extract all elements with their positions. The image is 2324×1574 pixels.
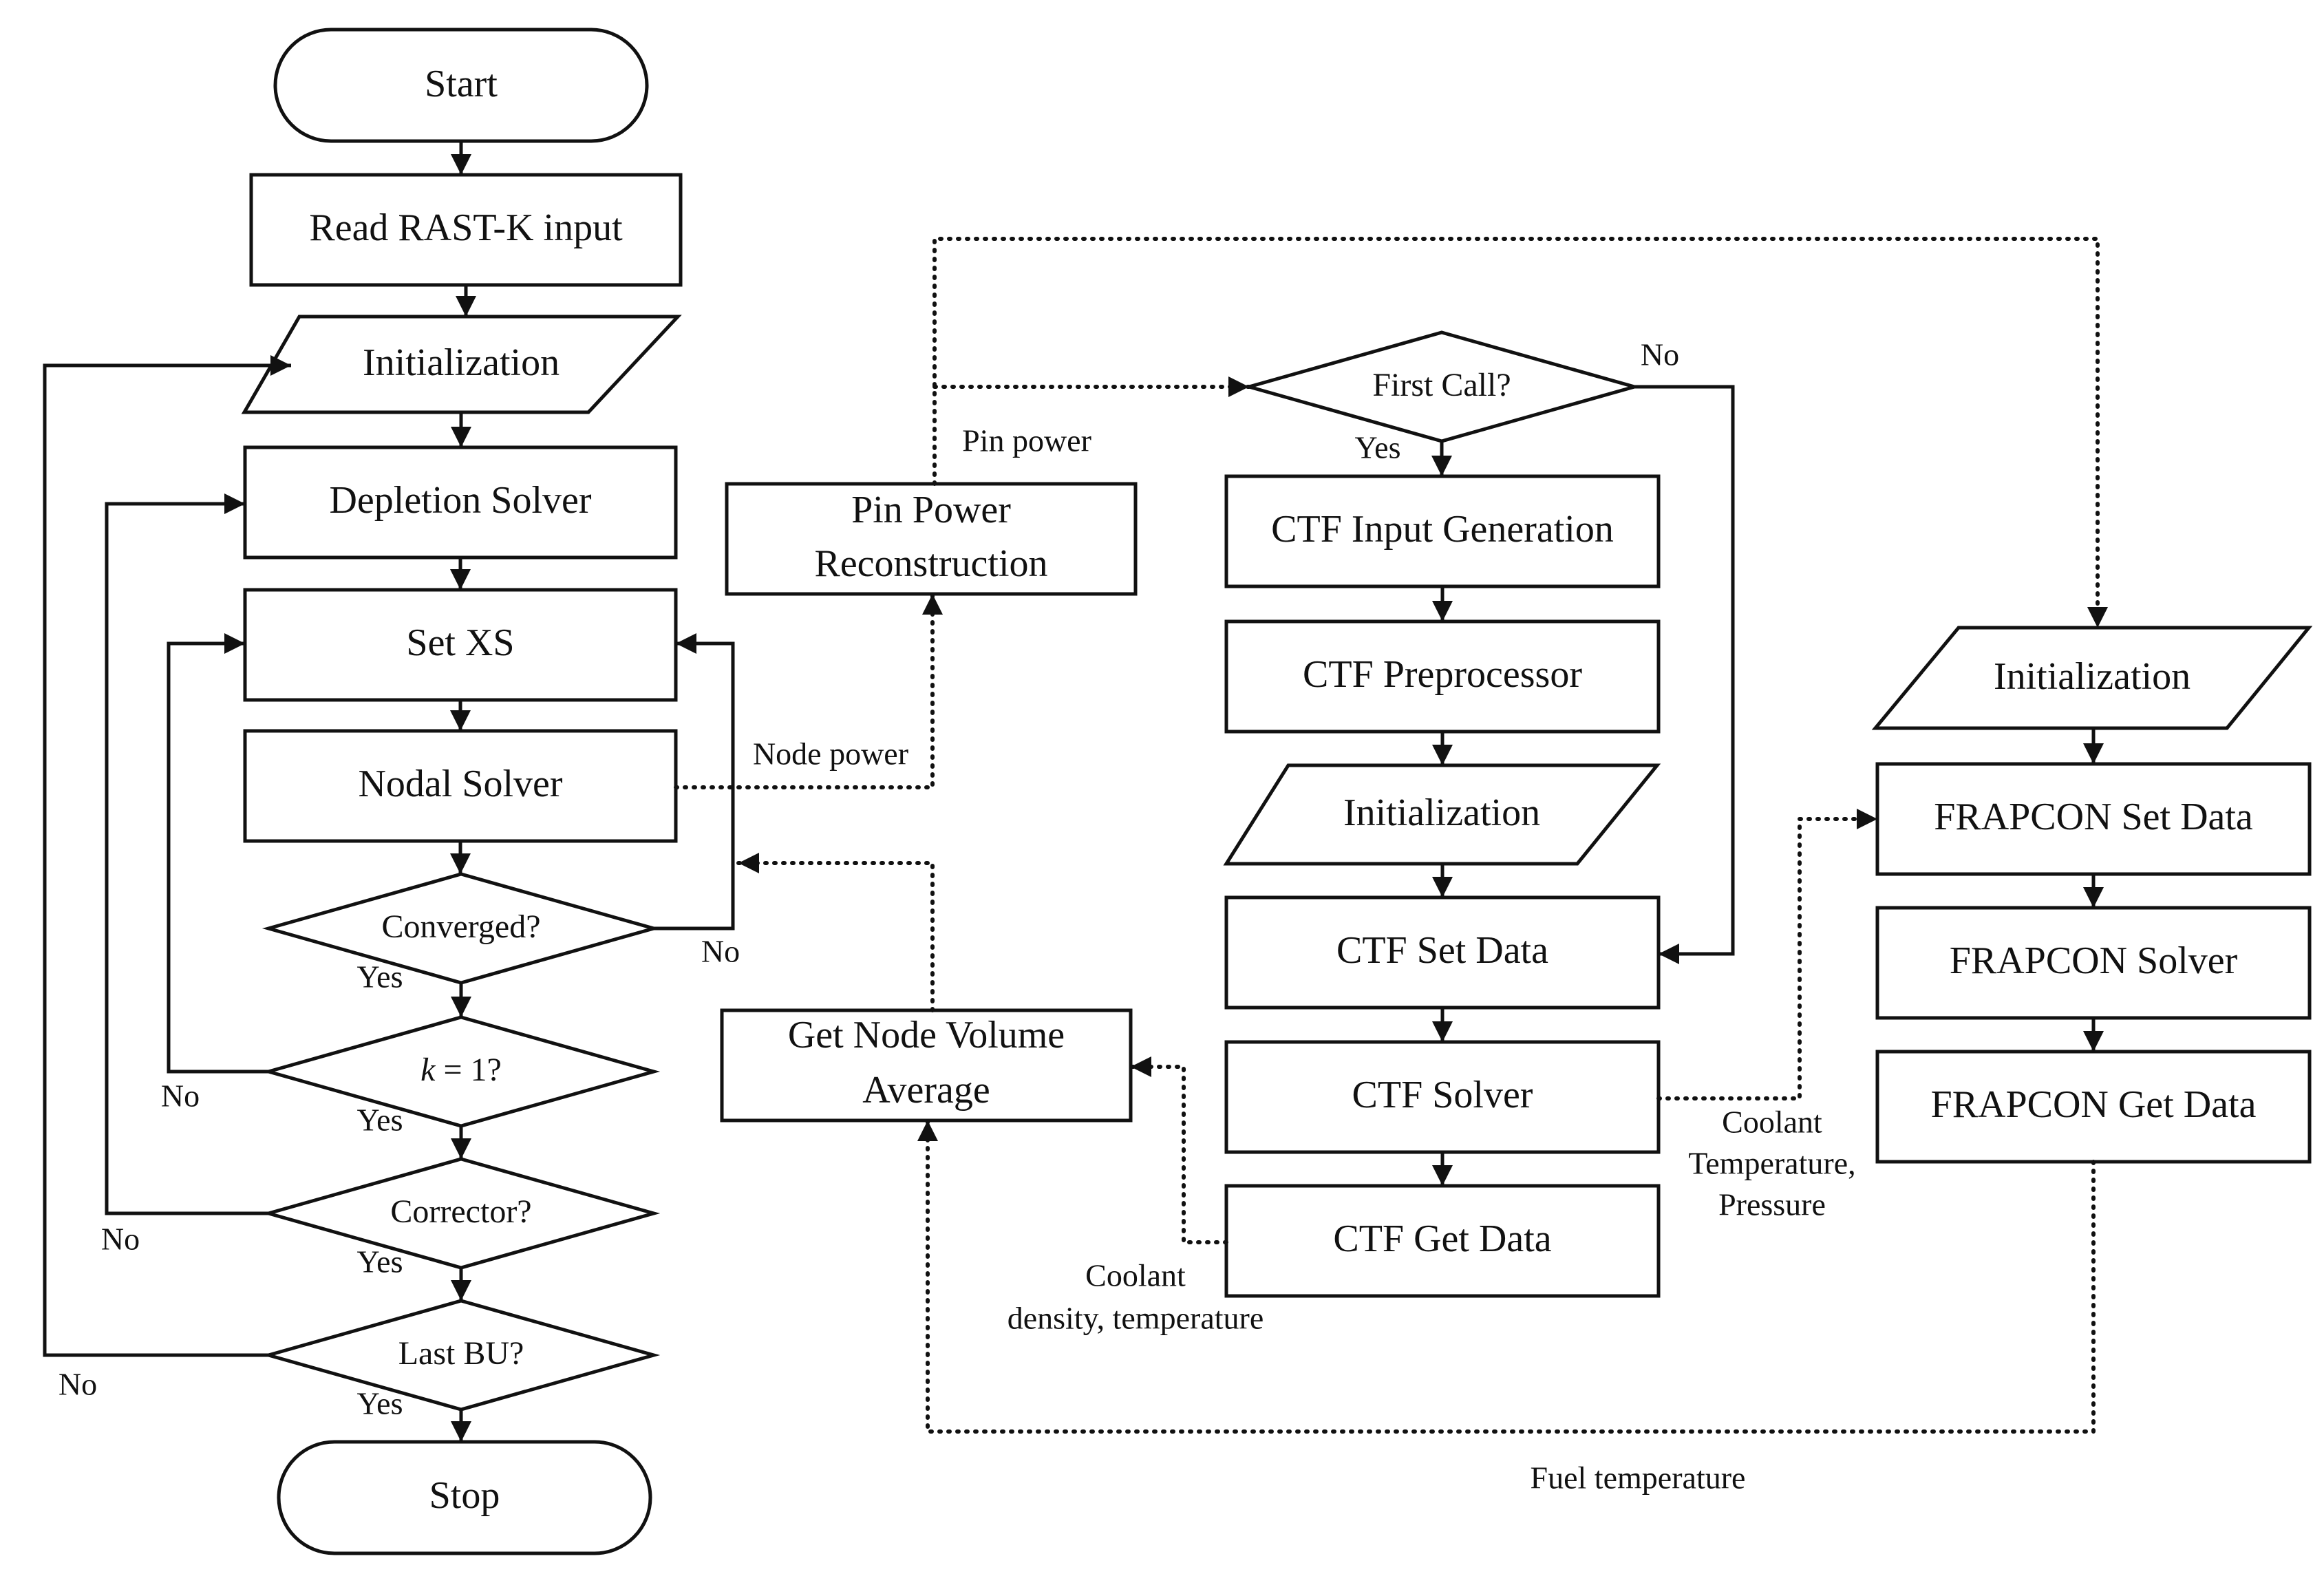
edge-converged-no-loop	[654, 633, 735, 930]
flow-ctf-solver-to-frapcon	[1656, 809, 1879, 1100]
frapcon-init-label: Initialization	[1994, 655, 2190, 698]
corrector-yes-label: Yes	[357, 1244, 403, 1279]
fuel-temperature-label: Fuel temperature	[1531, 1460, 1746, 1496]
coolant-temp-label-line2: Temperature,	[1688, 1146, 1855, 1181]
nodal-solver-label: Nodal Solver	[358, 763, 562, 805]
corrector-no-label: No	[101, 1222, 140, 1257]
pin-power-reconstruction-node: Pin Power Reconstruction	[725, 482, 1138, 596]
start-node: Start	[273, 28, 649, 143]
lastbu-yes-label: Yes	[357, 1386, 403, 1421]
converged-no-label: No	[701, 934, 740, 969]
initialization-main-node: Initialization	[241, 315, 682, 414]
coolant-temp-label-line3: Pressure	[1718, 1187, 1826, 1222]
depletion-solver-node: Depletion Solver	[243, 445, 678, 560]
last-bu-decision: Last BU?	[262, 1299, 661, 1412]
converged-label: Converged?	[381, 908, 540, 945]
ctf-solver-label: CTF Solver	[1352, 1074, 1533, 1116]
start-label: Start	[425, 63, 498, 105]
ctf-get-data-label: CTF Get Data	[1333, 1217, 1551, 1260]
converged-yes-label: Yes	[357, 959, 403, 995]
firstcall-yes-label: Yes	[1355, 430, 1401, 465]
frapcon-solver-node: FRAPCON Solver	[1875, 906, 2312, 1020]
edge-k-no-loop	[167, 633, 268, 1074]
initialization-main-label: Initialization	[363, 341, 559, 384]
ctf-set-data-node: CTF Set Data	[1224, 895, 1661, 1010]
flow-fuel-temperature	[917, 1118, 2096, 1434]
edge-lastbu-no-loop	[43, 355, 291, 1357]
ctf-init-label: Initialization	[1343, 791, 1540, 834]
nodal-solver-node: Nodal Solver	[243, 729, 678, 843]
ctf-set-data-label: CTF Set Data	[1336, 929, 1548, 972]
coolant-density-label-line1: Coolant	[1085, 1258, 1186, 1293]
frapcon-initialization-node: Initialization	[1871, 626, 2313, 730]
frapcon-solver-label: FRAPCON Solver	[1950, 939, 2238, 982]
k-equals-text: = 1?	[435, 1052, 501, 1088]
frapcon-get-data-node: FRAPCON Get Data	[1875, 1050, 2312, 1164]
lastbu-no-label: No	[58, 1367, 97, 1402]
k-variable: k	[420, 1052, 436, 1088]
depletion-solver-label: Depletion Solver	[329, 479, 591, 522]
ctf-preprocessor-label: CTF Preprocessor	[1303, 653, 1582, 696]
coolant-density-label-line2: density, temperature	[1008, 1301, 1264, 1336]
stop-label: Stop	[429, 1474, 500, 1517]
get-node-volume-average-node: Get Node Volume Average	[720, 1008, 1133, 1123]
pin-power-recon-line2: Reconstruction	[814, 542, 1047, 585]
corrector-label: Corrector?	[390, 1193, 531, 1230]
get-node-vol-avg-line1: Get Node Volume	[788, 1014, 1065, 1056]
frapcon-get-data-label: FRAPCON Get Data	[1931, 1083, 2257, 1126]
flow-pin-power-top	[932, 237, 2108, 630]
set-xs-node: Set XS	[243, 588, 678, 702]
ctf-get-data-node: CTF Get Data	[1224, 1184, 1661, 1298]
flow-ctf-get-to-volume-average	[1129, 1056, 1228, 1244]
firstcall-no-label: No	[1641, 337, 1679, 372]
edge-firstcall-no	[1634, 385, 1735, 964]
ctf-initialization-node: Initialization	[1223, 763, 1661, 866]
k-no-label: No	[161, 1078, 200, 1114]
corrector-decision: Corrector?	[262, 1157, 661, 1270]
node-power-label: Node power	[753, 736, 908, 772]
converged-decision: Converged?	[262, 872, 661, 985]
coolant-temp-label-line1: Coolant	[1722, 1105, 1822, 1140]
first-call-label: First Call?	[1372, 367, 1511, 403]
edge-corrector-no-loop	[105, 493, 268, 1215]
pin-power-recon-line1: Pin Power	[851, 489, 1011, 531]
stop-node: Stop	[277, 1440, 652, 1555]
set-xs-label: Set XS	[406, 621, 514, 664]
ctf-input-generation-node: CTF Input Generation	[1224, 474, 1661, 588]
frapcon-set-data-label: FRAPCON Set Data	[1934, 796, 2253, 838]
read-input-node: Read RAST-K input	[249, 173, 683, 287]
ctf-input-gen-label: CTF Input Generation	[1271, 508, 1614, 551]
k-yes-label: Yes	[357, 1103, 403, 1138]
frapcon-set-data-node: FRAPCON Set Data	[1875, 762, 2312, 876]
get-node-vol-avg-line2: Average	[862, 1069, 990, 1112]
ctf-preprocessor-node: CTF Preprocessor	[1224, 619, 1661, 734]
k-equals-1-label: k = 1?	[420, 1052, 502, 1088]
flow-node-power	[674, 592, 943, 789]
first-call-decision: First Call?	[1242, 330, 1641, 443]
last-bu-label: Last BU?	[398, 1335, 524, 1372]
pin-power-label: Pin power	[962, 423, 1091, 458]
ctf-solver-node: CTF Solver	[1224, 1040, 1661, 1154]
flow-volume-average-to-setxs	[736, 853, 935, 1012]
k-equals-1-decision: k = 1?	[262, 1015, 661, 1128]
read-input-label: Read RAST-K input	[309, 206, 623, 249]
